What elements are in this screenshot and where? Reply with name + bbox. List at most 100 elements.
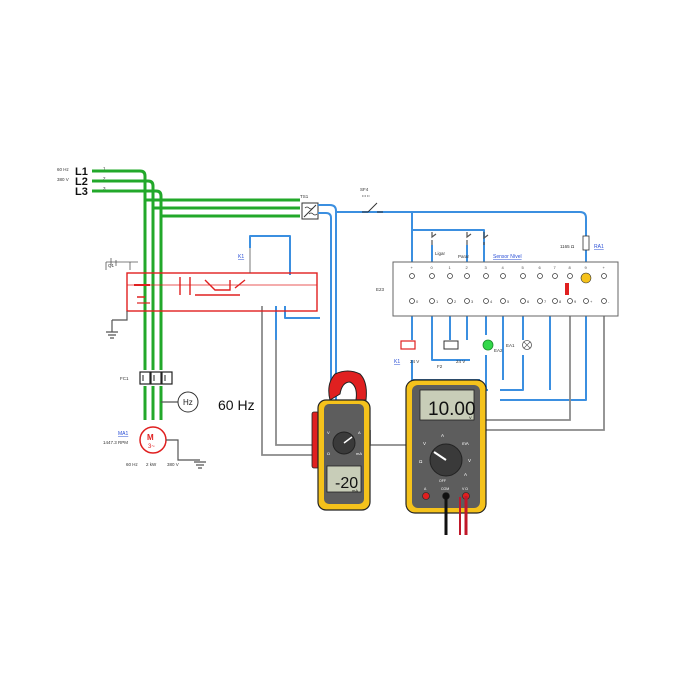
jack-a[interactable] (422, 492, 430, 500)
phase-l1-label: L1 (75, 166, 88, 178)
resistor-link[interactable]: RA1 (594, 244, 604, 250)
phase-l3-label: L3 (75, 186, 88, 198)
f2-coil[interactable]: F2 24 V (437, 340, 465, 369)
plc-top-terminal[interactable] (500, 273, 506, 279)
plc-top-terminal[interactable] (567, 273, 573, 279)
supply-voltage: 380 V (57, 177, 69, 182)
multimeter-reading: 10.00 (428, 399, 476, 420)
multimeter-unit: V (469, 415, 472, 420)
power-wires (92, 169, 300, 420)
ligar-switch[interactable]: Ligar (431, 232, 446, 256)
plc-top-terminal[interactable] (552, 273, 558, 279)
plc-bottom-terminal-label: 4 (490, 299, 493, 304)
motor-rating-power: 2 kW (146, 462, 157, 467)
k1-coil[interactable]: K1 24 V (394, 340, 419, 365)
clamp-reading: -20 (335, 475, 358, 492)
parar-switch[interactable]: Parar (458, 232, 472, 259)
motor-ma1[interactable]: MA1 1447.3 RPM M 3~ 60 Hz 2 kW 380 V (103, 426, 206, 469)
plc-top-terminal[interactable] (483, 273, 489, 279)
plc-bottom-terminal[interactable] (601, 298, 607, 304)
plc-bottom-terminal-label: 1 (436, 299, 439, 304)
resistor-value: 1165 Ω (560, 244, 575, 249)
plc-top-terminal-label: 6 (539, 265, 542, 270)
plc-top-terminal[interactable] (520, 273, 526, 279)
plc-bottom-terminal[interactable] (447, 298, 453, 304)
clamp-dial-a: A (358, 430, 361, 435)
plc-top-terminal-label: 3 (485, 265, 488, 270)
plc-bottom-terminal[interactable] (464, 298, 470, 304)
plc-bottom-terminal[interactable] (537, 298, 543, 304)
ea1-lamp[interactable]: EA1 (506, 340, 532, 350)
plc-top-terminal-label: 7 (554, 265, 557, 270)
sensor-nivel-link[interactable]: Sensor Nível (493, 254, 522, 260)
plc-bottom-terminal-label: 3 (471, 299, 474, 304)
plc-bottom-terminal-label: 8 (559, 299, 562, 304)
multimeter[interactable]: 10.00 V A V Ω mA V A OFF A COM V Ω (405, 379, 487, 535)
mm-dial-v: V (423, 441, 426, 446)
ea2-lamp[interactable]: EA2 (482, 339, 503, 353)
plc-top-terminal-label: 2 (466, 265, 469, 270)
plc-bottom-terminal[interactable] (483, 298, 489, 304)
plc-top-terminal[interactable] (601, 273, 607, 279)
parar-label: Parar (458, 254, 470, 259)
phase-1-num: 1 (103, 166, 106, 171)
plc-bottom-terminal-label: 7 (544, 299, 547, 304)
plc-top-terminal-label: 1 (449, 265, 452, 270)
plc-top-terminal-label: 9 (585, 265, 588, 270)
k1-output-link[interactable]: K1 (394, 359, 400, 365)
overload-fc1[interactable]: FC1 (120, 371, 173, 385)
plc-top-terminal-label: + (603, 265, 606, 270)
plc-bottom-terminal-label: 0 (416, 299, 419, 304)
breaker-q1[interactable]: Q1 (105, 258, 138, 270)
plc-bottom-terminal[interactable] (409, 298, 415, 304)
ea2-label: EA2 (494, 348, 503, 353)
plc-top-terminal[interactable] (429, 273, 435, 279)
plc-top-terminal-label: 8 (569, 265, 572, 270)
plc-top-terminal[interactable] (537, 273, 543, 279)
mm-dial-ma: mA (462, 441, 469, 446)
transformer-label: TS1 (300, 194, 309, 199)
overload-label: FC1 (120, 376, 129, 381)
plc-bottom-terminal[interactable] (552, 298, 558, 304)
plc-bottom-terminal[interactable] (583, 298, 589, 304)
potentiometer-icon[interactable] (565, 272, 592, 295)
switch-sf4[interactable]: SF4 (360, 187, 383, 213)
plc-top-terminal[interactable] (447, 273, 453, 279)
frequency-meter[interactable]: Hz (161, 391, 199, 413)
mm-dial-a2: A (464, 472, 467, 477)
input-switches: Ligar Parar Sensor Nível (431, 232, 522, 260)
f2-voltage: 24 V (456, 359, 465, 364)
transformer-ts1[interactable]: TS1 (300, 194, 319, 220)
k1-voltage: 24 V (410, 359, 419, 364)
svg-text:3~: 3~ (148, 444, 155, 450)
plc-top-terminal-label: 0 (431, 265, 434, 270)
jack-com-label: COM (441, 487, 449, 491)
plc-top-terminal[interactable] (409, 273, 415, 279)
clamp-dial-ma: mA (356, 451, 362, 456)
plc-bottom-terminal[interactable] (429, 298, 435, 304)
contactor-k1[interactable]: K1 (126, 248, 318, 312)
control-wires (249, 204, 587, 431)
resistor-ra1[interactable]: 1165 Ω RA1 (560, 235, 604, 251)
plc-top-terminal[interactable] (464, 273, 470, 279)
plc-bottom-terminal-label: 6 (527, 299, 530, 304)
plc-top-terminal-label: + (411, 265, 414, 270)
switch-label: SF4 (360, 187, 369, 192)
jack-v-label: V Ω (462, 487, 468, 491)
plc-top-terminal-label: 4 (502, 265, 505, 270)
motor-link[interactable]: MA1 (118, 431, 129, 437)
mm-dial-a: A (441, 433, 444, 438)
contactor-link[interactable]: K1 (238, 254, 244, 260)
svg-text:Hz: Hz (183, 398, 193, 407)
motor-rating-freq: 60 Hz (126, 462, 139, 467)
mm-dial-ohm: Ω (419, 459, 423, 464)
plc-bottom-terminal[interactable] (520, 298, 526, 304)
frequency-display: 60 Hz (218, 397, 255, 413)
clamp-meter[interactable]: V A Ω mA -20 mA (311, 370, 371, 511)
plc-bottom-terminal-label: - (608, 299, 610, 304)
plc-bottom-terminal[interactable] (567, 298, 573, 304)
phase-3-num: 3 (103, 186, 106, 191)
plc-bottom-terminal[interactable] (500, 298, 506, 304)
plc-bottom-terminal-label: 9 (574, 299, 577, 304)
